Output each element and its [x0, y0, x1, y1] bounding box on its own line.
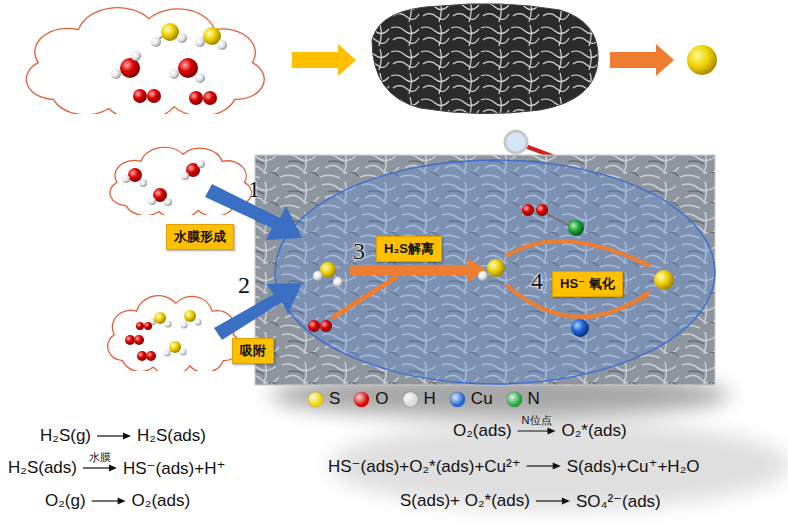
legend-item: N — [507, 389, 540, 409]
reaction-arrowhead — [548, 428, 556, 435]
legend-swatch — [507, 392, 522, 407]
equation-term: H₂S(ads) — [8, 458, 77, 478]
equation-term: S(ads)+Cu⁺+H₂O — [567, 456, 700, 477]
legend-item: O — [354, 389, 388, 409]
legend-text: N — [528, 389, 540, 409]
equation-term: O₂(ads) — [132, 491, 191, 511]
cycle-arrow — [506, 241, 650, 317]
sem-image — [372, 4, 598, 114]
legend-swatch — [354, 392, 369, 407]
equation-term: HS⁻(ads)+O₂*(ads)+Cu²⁺ — [328, 456, 521, 477]
step-text: HS⁻ 氧化 — [560, 276, 615, 291]
equation-term: SO₄²⁻(ads) — [576, 491, 661, 512]
equation-term: O₂*(ads) — [562, 421, 627, 441]
reaction-arrowhead — [123, 433, 131, 440]
legend: S O H Cu N — [308, 389, 540, 409]
reaction-arrow — [536, 500, 564, 501]
reaction-arrow — [83, 467, 111, 468]
reaction-arrow — [518, 430, 550, 431]
sulfur-product — [687, 45, 717, 75]
equation-term: HS⁻(ads)+H⁺ — [123, 458, 226, 479]
reaction-arrowhead — [109, 465, 117, 472]
legend-item: S — [308, 389, 340, 409]
legend-text: H — [424, 389, 436, 409]
step-label: HS⁻ 氧化 — [552, 271, 623, 297]
callout-number: 2 — [238, 272, 250, 299]
flow-line — [332, 276, 398, 318]
equation-term: O₂(ads) — [453, 421, 512, 441]
magnifier — [505, 131, 552, 156]
flow-arrow — [610, 44, 674, 76]
arrow-condition: 水膜 — [89, 450, 111, 465]
equation-term: H₂S(g) — [40, 426, 91, 446]
process-arrow — [214, 283, 302, 340]
step-label: H₂S解离 — [376, 236, 442, 262]
top-cloud — [26, 8, 264, 120]
legend-swatch — [450, 392, 465, 407]
molecule — [308, 204, 674, 337]
sem-panel — [255, 155, 715, 385]
reaction-arrowhead — [118, 498, 126, 505]
flow-arrow — [292, 44, 356, 76]
legend-text: O — [375, 389, 388, 409]
reaction-arrow — [527, 465, 555, 466]
step-text: 水膜形成 — [174, 229, 226, 244]
arrow-condition: N位点 — [522, 413, 552, 428]
equation-term: S(ads)+ O₂*(ads) — [400, 491, 530, 511]
step-label: 吸附 — [232, 338, 274, 364]
step-text: H₂S解离 — [384, 241, 434, 256]
legend-item: H — [403, 389, 436, 409]
callout-number: 1 — [248, 176, 260, 203]
reaction-arrowhead — [553, 463, 561, 470]
reaction-arrow — [97, 435, 125, 436]
step-label: 水膜形成 — [166, 224, 234, 250]
legend-text: S — [329, 389, 340, 409]
legend-text: Cu — [471, 389, 493, 409]
shadow — [270, 373, 788, 510]
callout-number: 3 — [353, 238, 365, 265]
reaction-arrowhead — [562, 498, 570, 505]
legend-swatch — [308, 392, 323, 407]
legend-item: Cu — [450, 389, 493, 409]
step-text: 吸附 — [240, 343, 266, 358]
reaction-arrow — [92, 500, 120, 501]
equation-term: H₂S(ads) — [137, 426, 206, 446]
callout-number: 4 — [531, 268, 543, 295]
equation-term: O₂(g) — [45, 491, 86, 511]
legend-swatch — [403, 392, 418, 407]
